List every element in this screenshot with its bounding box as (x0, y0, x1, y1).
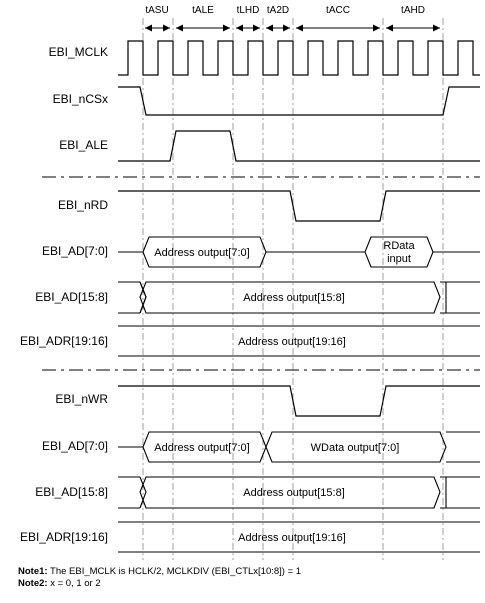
adr-write-bus (118, 521, 480, 553)
timing-labels: tASU tALE tLHD tA2D tACC tAHD (145, 5, 425, 16)
ncs-waveform (118, 86, 480, 116)
timing-label-tacc: tACC (326, 5, 350, 16)
signal-nwr-label: EBI_nWR (55, 392, 108, 406)
ad-lo-write-address-text: Address output[7:0] (154, 442, 249, 454)
ad-lo-read-bus (118, 236, 480, 268)
note2-label: Note2: (18, 578, 48, 589)
ad-hi-write-bus (118, 476, 480, 509)
signal-ad-lo-read-label: EBI_AD[7:0] (42, 244, 108, 258)
adr-write-address-text: Address output[19:16] (238, 532, 346, 544)
ad-hi-read-address-text: Address output[15:8] (243, 292, 345, 304)
signal-ad-lo-write-label: EBI_AD[7:0] (42, 439, 108, 453)
timing-label-tahd: tAHD (401, 5, 425, 16)
signal-ad-hi-read-label: EBI_AD[15:8] (35, 290, 108, 304)
note2: Note2: x = 0, 1 or 2 (18, 578, 301, 590)
signal-ncs-label: EBI_nCSx (53, 92, 108, 106)
rdata-text-line1: RData (383, 240, 415, 252)
ad-lo-read-address-text: Address output[7:0] (154, 247, 249, 259)
ale-waveform (118, 130, 480, 162)
rdata-text-line2: input (387, 253, 411, 265)
ad-hi-write-address-text: Address output[15:8] (243, 487, 345, 499)
timing-guides (142, 18, 444, 560)
note1-label: Note1: (18, 566, 48, 577)
signal-names: EBI_MCLK EBI_nCSx EBI_ALE EBI_nRD EBI_AD… (20, 45, 108, 544)
ad-hi-read-bus (118, 281, 480, 314)
ad-lo-write-bus (118, 431, 480, 463)
signal-ale-label: EBI_ALE (59, 138, 108, 152)
nrd-waveform (118, 190, 480, 222)
timing-label-tale: tALE (192, 5, 214, 16)
signal-adr-read-label: EBI_ADR[19:16] (20, 334, 108, 348)
notes: Note1: The EBI_MCLK is HCLK/2, MCLKDIV (… (18, 566, 301, 590)
signal-mclk-label: EBI_MCLK (49, 45, 108, 59)
note2-text: x = 0, 1 or 2 (47, 578, 101, 589)
waveforms (118, 40, 480, 417)
wdata-text: WData output[7:0] (311, 442, 400, 454)
nwr-waveform (118, 385, 480, 417)
signal-adr-write-label: EBI_ADR[19:16] (20, 530, 108, 544)
section-separators (42, 176, 480, 371)
signal-ad-hi-write-label: EBI_AD[15:8] (35, 485, 108, 499)
note1: Note1: The EBI_MCLK is HCLK/2, MCLKDIV (… (18, 566, 301, 578)
timing-label-tasu: tASU (145, 5, 168, 16)
mclk-waveform (118, 40, 480, 76)
note1-text: The EBI_MCLK is HCLK/2, MCLKDIV (EBI_CTL… (47, 566, 302, 577)
signal-nrd-label: EBI_nRD (58, 198, 108, 212)
timing-label-tlhd: tLHD (237, 5, 260, 16)
timing-diagram: tASU tALE tLHD tA2D tACC tAHD EBI_MCLK E… (20, 5, 480, 560)
adr-read-bus (118, 325, 480, 357)
adr-read-address-text: Address output[19:16] (238, 336, 346, 348)
timing-label-ta2d: tA2D (267, 5, 289, 16)
